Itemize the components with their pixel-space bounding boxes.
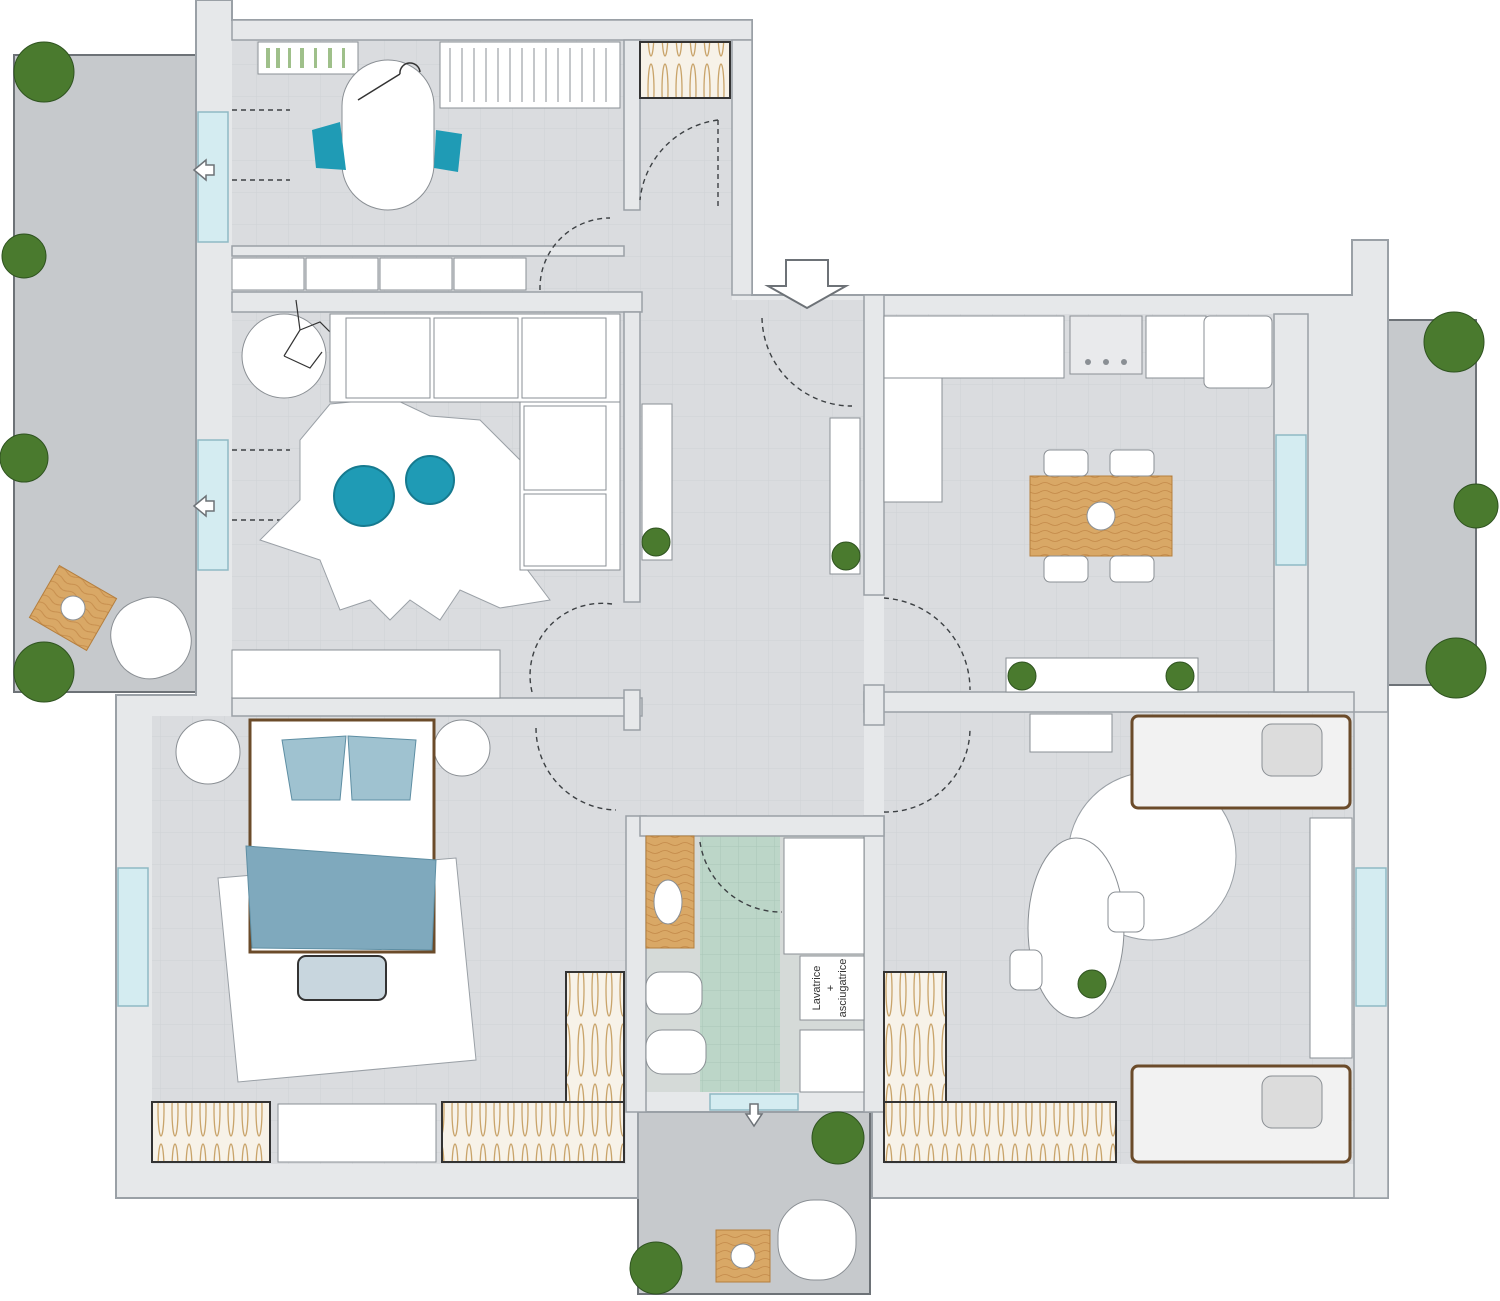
plant-icon: [1453, 483, 1499, 529]
cooktop: [1069, 315, 1143, 375]
plants: [0, 41, 1499, 1295]
plant-icon: [0, 433, 49, 483]
toilet: [645, 1029, 707, 1075]
wardrobe-kids-bottom: [883, 1101, 1117, 1163]
plant-icon: [831, 541, 861, 571]
hanging-rail: [439, 41, 621, 109]
tv-unit: [231, 649, 501, 699]
study-desk: [341, 59, 435, 211]
kids-chairs: [1009, 891, 1145, 991]
kitchen-cabinets: [883, 315, 1273, 503]
window-bedroom: [117, 867, 149, 1007]
balcony-chair: [777, 1199, 857, 1281]
rug-cowhide: [259, 397, 551, 621]
bed-pillow: [1261, 723, 1323, 777]
plant-icon: [641, 527, 671, 557]
sectional-sofa: [329, 313, 621, 571]
plant-icon: [13, 641, 75, 703]
plant-icon: [1, 233, 47, 279]
bathroom: Lavatrice + asciugatrice: [645, 835, 865, 1093]
entrance-arrow-icon: [764, 259, 850, 310]
washing-machine: [799, 955, 865, 1021]
plant-icon: [1077, 969, 1107, 999]
nightstand-left: [175, 719, 241, 785]
arrow-left-icon: [192, 494, 215, 518]
door-swings: [232, 109, 971, 913]
dresser: [1029, 713, 1113, 753]
wardrobe-kids-vertical: [883, 971, 947, 1103]
shower-tray: [783, 837, 865, 955]
washer-label: Lavatrice + asciugatrice: [811, 959, 849, 1018]
balcony-chair: [110, 596, 192, 680]
chair-teal: [434, 130, 462, 172]
wardrobe-bedroom-bottom-right: [441, 1101, 625, 1163]
bookshelf: [257, 41, 359, 75]
wardrobe-bedroom-right: [565, 971, 625, 1105]
wardrobe-bedroom-bottom-left: [151, 1101, 271, 1163]
duvet: [245, 845, 437, 951]
window-kids: [1355, 867, 1387, 1007]
plant-icon: [811, 1111, 865, 1165]
kitchen: [883, 315, 1273, 693]
storage-cabinets: [231, 257, 527, 291]
arrow-down-icon: [744, 1103, 764, 1128]
ottoman-teal: [405, 455, 455, 505]
pillow: [281, 735, 347, 801]
ottoman-teal: [333, 465, 395, 527]
plant-icon: [1425, 637, 1487, 699]
plant-icon: [13, 41, 75, 103]
shelf-unit: [1309, 817, 1353, 1059]
washer-label-line2: +: [825, 985, 837, 991]
opening-arrows: [192, 158, 764, 1128]
dining-chairs: [1043, 449, 1155, 583]
books: [266, 48, 345, 68]
balcony-planter: [60, 595, 86, 621]
arrow-left-icon: [192, 158, 215, 182]
desk-lamp-icon: [357, 62, 421, 101]
study-room: [231, 41, 731, 291]
washer-label-line1: Lavatrice: [811, 966, 823, 1011]
window-kitchen: [1275, 434, 1307, 566]
sink: [653, 879, 683, 925]
bed-pillow: [1261, 1075, 1323, 1129]
washer-label-line3: asciugatrice: [837, 959, 849, 1018]
bidet: [645, 971, 703, 1015]
burner-icons: [1085, 359, 1127, 365]
bench-ottoman: [297, 955, 387, 1001]
balcony-furniture: [28, 564, 857, 1283]
plant-icon: [1423, 311, 1485, 373]
living-room: [231, 299, 621, 699]
centerpiece: [1086, 501, 1116, 531]
plant-icon: [1007, 661, 1037, 691]
bookshelf-bedroom: [277, 1103, 437, 1163]
plant-icon: [629, 1241, 683, 1295]
master-bedroom: [151, 718, 625, 1163]
balcony-left: [13, 54, 197, 693]
cabinet-bathroom: [799, 1029, 865, 1093]
bathroom-tile-area: [700, 836, 780, 1092]
pillow: [347, 735, 417, 801]
nightstand-right: [433, 719, 491, 777]
hangers: [449, 48, 607, 102]
kids-bedroom: [883, 713, 1353, 1164]
closet-wardrobe: [639, 41, 731, 99]
chair-teal: [312, 122, 346, 170]
balcony-planter: [730, 1243, 756, 1269]
plant-icon: [1165, 661, 1195, 691]
